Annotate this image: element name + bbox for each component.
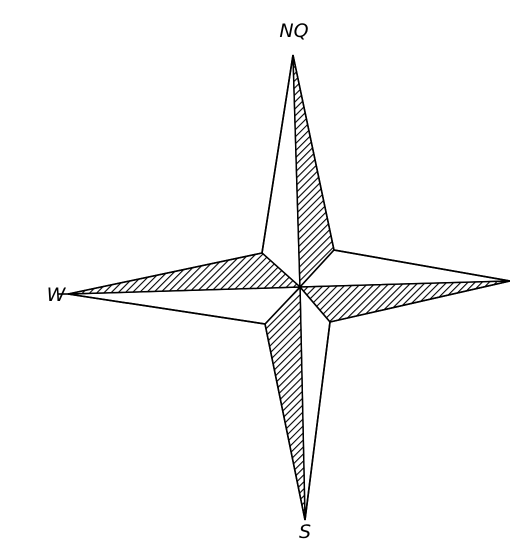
north-point [262, 55, 334, 287]
west-point-hatched-half [68, 253, 300, 294]
south-label: S [299, 521, 311, 540]
north-point-hatched-half [293, 55, 334, 287]
east-point-hatched-half [300, 281, 510, 322]
west-point [68, 253, 300, 324]
north-label: NQ [279, 20, 308, 42]
west-label: W [47, 284, 67, 306]
south-point-hatched-half [265, 287, 305, 520]
east-point [300, 250, 510, 322]
